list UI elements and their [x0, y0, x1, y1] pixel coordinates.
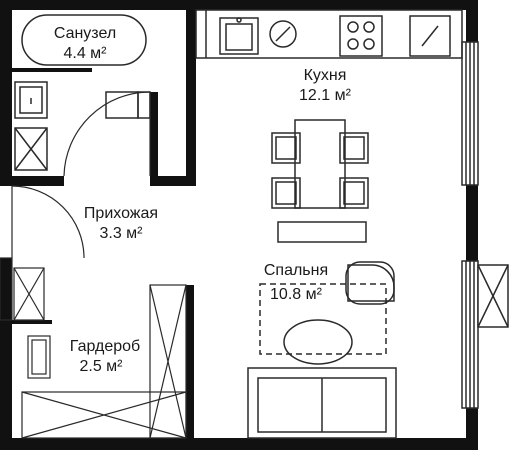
wall-bath-bottom-right	[156, 176, 196, 186]
coffee-table-icon	[283, 319, 353, 365]
wall-right-2	[466, 185, 478, 261]
wall-bath-kitchen	[186, 10, 196, 186]
window-icon	[461, 260, 479, 409]
sink-icon	[14, 81, 48, 119]
wardrobe-name: Гардероб	[70, 338, 140, 355]
armchair-icon	[345, 261, 395, 305]
wardrobe-fixtures	[13, 267, 187, 439]
bathroom-area: 4.4 м²	[63, 45, 107, 62]
dining-table-icon	[271, 119, 369, 243]
wall-wardrobe-top	[12, 320, 52, 324]
wall-top	[10, 0, 478, 10]
wall-bottom	[0, 438, 478, 450]
wall-right-1	[466, 0, 478, 42]
bathtub-icon	[21, 14, 147, 66]
stove-icon	[339, 15, 383, 57]
wall-bath-inner-vertical	[150, 92, 158, 186]
kitchen-fixtures	[195, 9, 463, 59]
bedroom-name: Спальня	[264, 262, 328, 279]
wall-bath-inner	[12, 68, 92, 72]
door-swing-icon	[0, 185, 85, 321]
window-icon	[461, 41, 479, 186]
bedroom-area: 10.8 м²	[270, 286, 323, 303]
rug	[259, 283, 387, 355]
wall-right-3	[466, 408, 478, 450]
hallway-area: 3.3 м²	[99, 225, 143, 242]
kitchen-counter	[195, 9, 463, 59]
window-icon	[477, 264, 509, 328]
fridge-icon	[409, 15, 451, 57]
wall-left-upper	[0, 0, 12, 186]
bedroom-furniture	[247, 261, 397, 439]
kitchen-area: 12.1 м²	[299, 87, 352, 104]
room-labels: Санузел 4.4 м² Кухня 12.1 м² Прихожая 3.…	[54, 25, 352, 375]
windows	[461, 41, 509, 409]
wall-wardrobe-right	[186, 285, 194, 438]
bathroom-name: Санузел	[54, 25, 116, 42]
bathroom-fixtures	[14, 14, 151, 171]
hallway-name: Прихожая	[84, 205, 158, 222]
sink-icon	[219, 17, 259, 55]
washing-machine-icon	[14, 127, 48, 171]
wall-bath-bottom-left	[12, 176, 64, 186]
wardrobe-area: 2.5 м²	[79, 358, 123, 375]
toilet-icon	[105, 91, 151, 119]
bed-icon	[247, 367, 397, 439]
kitchen-name: Кухня	[304, 67, 347, 84]
dishwasher-icon	[269, 20, 297, 48]
